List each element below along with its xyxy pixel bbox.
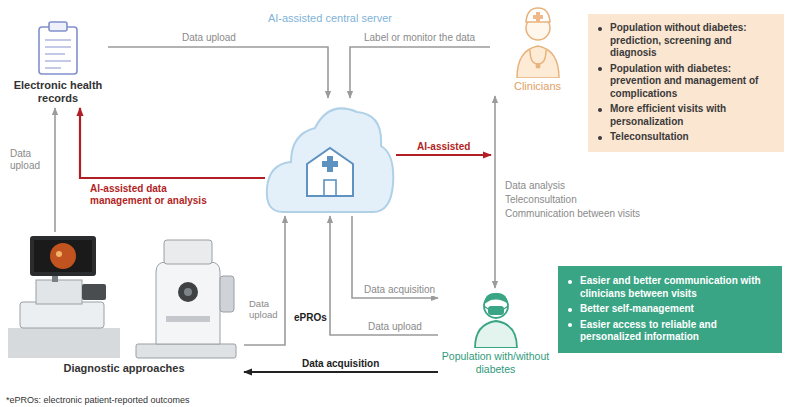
connector-arrow [350,47,490,98]
bullet-text: Better self-management [580,303,694,316]
benefit-box: Population without diabetes: prediction,… [588,14,784,152]
bullet-text: Teleconsultation [610,131,689,144]
bullet-text: Population with diabetes: prevention and… [610,63,778,101]
clinician-figure [513,4,563,78]
bullet-row: Population with diabetes: prevention and… [596,63,778,101]
clipboard-icon [35,20,81,76]
bullet-row: Population without diabetes: prediction,… [596,22,778,60]
population-node: Population with/without diabetes [438,288,553,378]
connector-arrow [352,216,438,298]
connector-arrow [108,47,328,98]
bullet-text: Easier access to reliable and personaliz… [580,319,774,344]
connector-arrow [244,216,285,345]
annotation-label: Data analysis [503,180,567,192]
bullet-row: More efficient visits with personalizati… [596,103,778,128]
edge-label: Data acquisition [362,284,437,296]
bullet-text: More efficient visits with personalizati… [610,103,778,128]
clinician-node: Clinicians [490,4,585,96]
node-heading: AI-assisted central server [230,12,430,25]
edge-label: Label or monitor the data [362,32,477,44]
bullet-row: Easier access to reliable and personaliz… [566,319,774,344]
bullet-row: Easier and better communication with cli… [566,275,774,300]
connector-arrow [244,371,438,373]
bullet-dot [598,108,602,112]
records-node: Electronic health records [8,20,108,108]
server-node: AI-assisted central server [265,98,395,216]
edge-label: Data upload [8,148,52,172]
device-illustration [6,232,242,360]
annotation-label: Communication between visits [503,208,642,220]
edge-label: AI-assisted data management or analysis [88,183,214,207]
ai-assist-arrow [396,154,491,156]
bullet-dot [598,27,602,31]
bullet-dot [598,136,602,140]
node-label: Diagnostic approaches [63,362,184,375]
bullet-row: Better self-management [566,303,774,316]
edge-label: Data upload [180,32,238,44]
benefit-box: Easier and better communication with cli… [558,266,782,353]
connector-arrow [494,96,496,288]
node-label: Electronic health records [8,79,108,105]
person-figure [471,288,521,348]
annotation-label: AI-assisted [415,141,472,153]
edge-label: Data upload [366,321,424,333]
bullet-text: Population without diabetes: prediction,… [610,22,778,60]
connector-arrow [54,108,56,232]
bullet-dot [568,323,572,327]
annotation-label: Teleconsultation [503,194,579,206]
edge-label: Data acquisition [300,358,381,370]
annotation-label: ePROs [292,312,329,324]
diagnostics-node: Diagnostic approaches [4,232,244,378]
cloud-server-icon [265,98,395,216]
annotation-label: *ePROs: electronic patient-reported outc… [4,395,192,406]
bullet-dot [568,308,572,312]
connector-arrow [80,108,265,178]
bullet-dot [598,67,602,71]
bullet-text: Easier and better communication with cli… [580,275,774,300]
connector-arrow [330,216,438,335]
bullet-row: Teleconsultation [596,131,778,144]
node-label: Population with/without diabetes [438,350,553,375]
bullet-dot [568,280,572,284]
node-label: Clinicians [514,80,561,93]
edge-label: Data upload [247,298,283,320]
